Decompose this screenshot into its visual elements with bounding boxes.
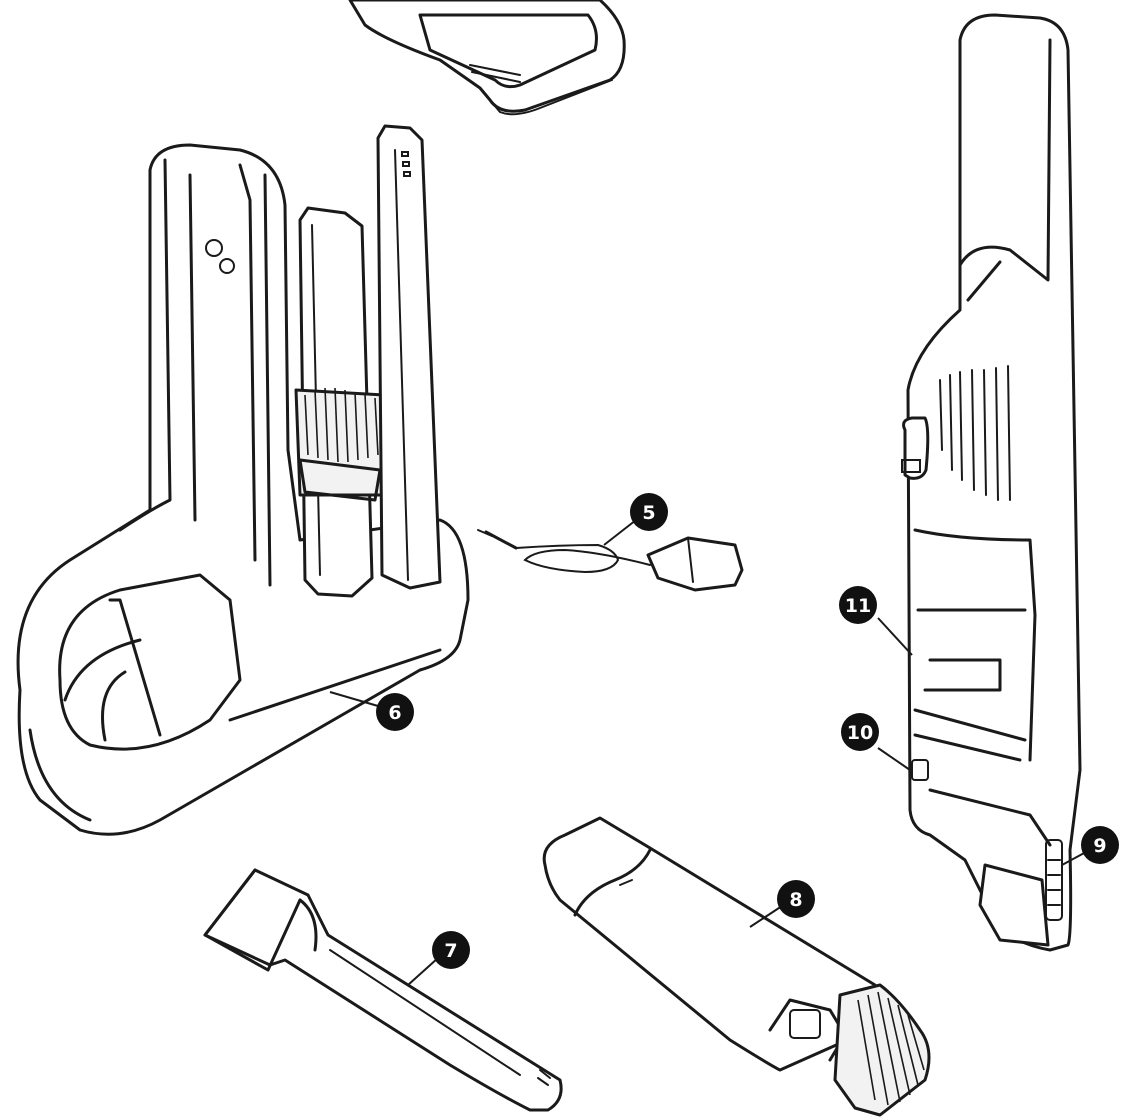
- dock-brush-bristles: [304, 387, 379, 463]
- leader-10: [877, 747, 911, 771]
- leader-5: [603, 519, 637, 546]
- charging-adapter: [477, 529, 744, 592]
- svg-text:7: 7: [444, 940, 457, 962]
- callout-5: 5: [630, 493, 668, 531]
- brush-bristles: [857, 991, 925, 1106]
- svg-text:6: 6: [388, 702, 401, 724]
- leader-7: [407, 957, 439, 986]
- charging-dock: [16, 124, 470, 836]
- svg-text:5: 5: [642, 502, 655, 524]
- callout-6: 6: [376, 693, 414, 731]
- svg-text:8: 8: [789, 889, 802, 911]
- callout-7: 7: [432, 931, 470, 969]
- crevice-tool: [203, 868, 563, 1112]
- dusting-brush: [542, 816, 931, 1117]
- callout-8: 8: [777, 880, 815, 918]
- leader-9: [1061, 851, 1087, 866]
- svg-text:10: 10: [847, 722, 873, 744]
- leader-6: [329, 691, 379, 707]
- svg-text:9: 9: [1093, 835, 1106, 857]
- handheld-bottom-partial: [348, 0, 626, 116]
- svg-text:11: 11: [845, 595, 871, 617]
- callout-10: 10: [841, 713, 879, 751]
- callout-9: 9: [1081, 826, 1119, 864]
- handheld-vacuum: [901, 13, 1082, 952]
- leader-8: [749, 905, 783, 928]
- callout-11: 11: [839, 586, 877, 624]
- leader-11: [877, 617, 913, 656]
